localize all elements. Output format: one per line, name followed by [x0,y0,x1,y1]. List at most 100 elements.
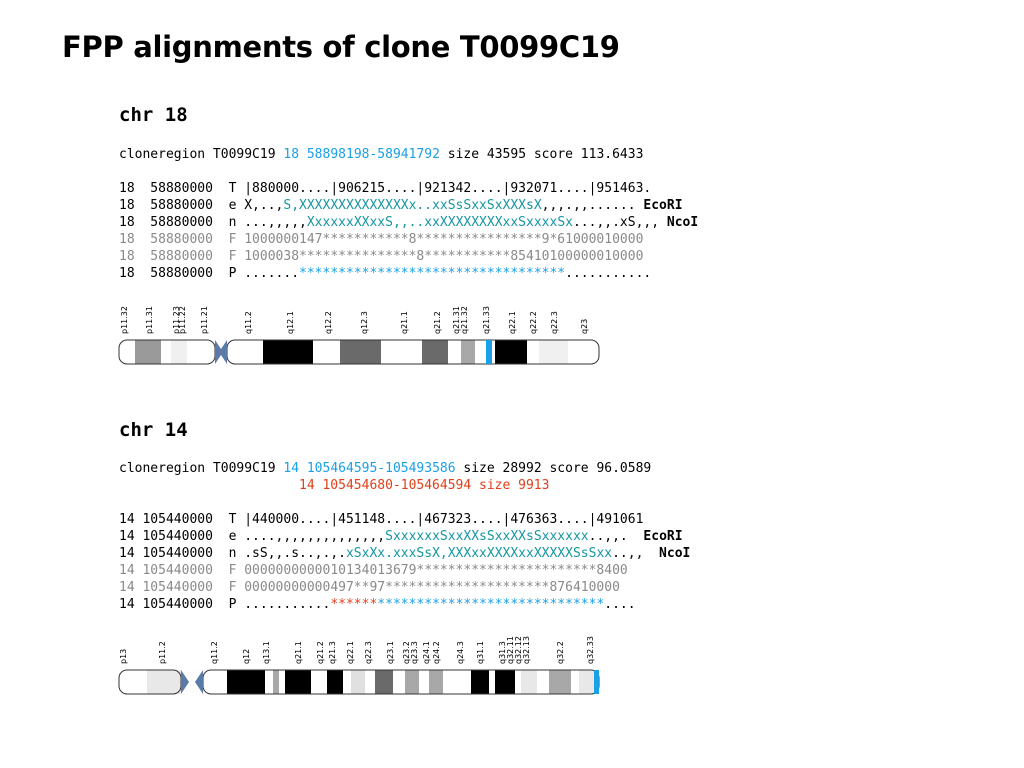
row-sequence: |880000....|906215....|921342....|932071… [244,181,652,196]
ideogram-band [171,340,187,364]
ideogram-band [579,670,597,694]
band-label: q21.33 [482,306,491,334]
sequence-part: ********************************** [299,266,566,281]
band-label: q31.1 [476,641,485,664]
ideogram-band [340,340,381,364]
row-position: 14 105440000 [119,529,229,544]
alignment-row: 18 58880000 P .......*******************… [119,265,698,282]
sequence-part: XxxxxxXXxxS,,..xxXXXXXXXXxxSxxxxSx [306,215,573,230]
band-label: p11.31 [145,306,154,334]
alignment-row: 14 105440000 P ...........**************… [119,596,690,613]
enzyme-label: EcoRI [627,529,683,544]
row-position: 14 105440000 [119,563,229,578]
sequence-part: ..,, [612,546,644,561]
ideogram-band [568,340,598,364]
row-sequence: ....,,,,,,,,,,,,,,SxxxxxxSxxXXsSxxXXsSxx… [244,529,628,544]
ideogram-band [422,340,448,364]
band-label: q21.1 [294,641,303,664]
chr18-title: chr 18 [119,104,188,126]
ideogram-band [539,340,568,364]
band-label: q12.2 [324,311,333,334]
ideogram-band [285,670,311,694]
ideogram-band [419,670,429,694]
sequence-part: ..,,. [588,529,628,544]
row-code: e [228,198,245,213]
ideogram-band [279,670,285,694]
ideogram-band [265,670,273,694]
ideogram-band [515,670,521,694]
alignment-row: 18 58880000 n ...,,,,,XxxxxxXXxxS,,..xxX… [119,214,698,231]
band-label: q11.2 [210,641,219,664]
band-label: q23.3 [410,641,419,664]
row-code: P [228,597,245,612]
ideogram-band [161,340,171,364]
centromere [195,670,203,694]
band-label: q22.3 [550,311,559,334]
ideogram-band [227,340,263,364]
band-label: q21.2 [433,311,442,334]
sequence-part: ,,,.,,...... [541,198,636,213]
ideogram-band [263,340,313,364]
alignment-row: 18 58880000 F 1000000147***********8****… [119,231,698,248]
row-position: 18 58880000 [119,181,229,196]
row-sequence: ...........*****************************… [244,597,635,612]
band-label: q31.3 [498,641,507,664]
row-position: 18 58880000 [119,215,229,230]
sequence-part: ........... [565,266,652,281]
sequence-part: .... [604,597,636,612]
ideogram-band [429,670,443,694]
row-sequence: 0000000000010134013679******************… [244,563,628,578]
ideogram-band [495,340,527,364]
band-label: p11.22 [178,306,187,334]
ideogram-band [311,670,327,694]
band-label: q24.2 [432,641,441,664]
ideogram-band [549,670,571,694]
band-label: p13 [119,649,128,664]
band-label: q12.1 [286,311,295,334]
row-code: P [228,266,245,281]
row-code: F [228,249,245,264]
row-position: 18 58880000 [119,249,229,264]
ideogram-band [489,670,495,694]
row-code: n [228,546,245,561]
cloneregion-prefix: cloneregion T0099C19 [119,147,276,162]
row-position: 14 105440000 [119,546,229,561]
ideogram-band [135,340,161,364]
cloneregion-rest: size 28992 score 96.0589 [455,461,652,476]
band-label: q13.1 [262,641,271,664]
row-code: e [228,529,245,544]
row-code: T [228,512,245,527]
cloneregion-rest: size 43595 score 113.6433 [439,147,644,162]
alignment-row: 18 58880000 e X,..,S,XXXXXXXXXXXXXXx..xx… [119,197,698,214]
alignment-row: 14 105440000 F 0000000000010134013679***… [119,562,690,579]
row-sequence: 1000000147***********8****************9*… [244,232,644,247]
ideogram-band [527,340,539,364]
row-sequence: 00000000000497**97*********************8… [244,580,620,595]
sequence-part: ***************************** [377,597,605,612]
row-position: 14 105440000 [119,597,229,612]
sequence-part: ****** [330,597,378,612]
ideogram-band [461,340,475,364]
band-label: q32.12 [514,636,523,664]
sequence-part: ...,,,,, [244,215,307,230]
row-sequence: .......*********************************… [244,266,651,281]
band-label: q22.1 [508,311,517,334]
row-sequence: X,..,S,XXXXXXXXXXXXXXx..xxSsSxxSxXXXsX,,… [244,198,635,213]
alignment-row: 14 105440000 e ....,,,,,,,,,,,,,,Sxxxxxx… [119,528,690,545]
sequence-part: ...,,.xS,,, [572,215,660,230]
ideogram-band [521,670,537,694]
enzyme-label: EcoRI [635,198,683,213]
band-label: q22.2 [529,311,538,334]
ideogram-band [147,670,181,694]
band-label: q24.1 [422,641,431,664]
band-label: q12 [242,649,251,664]
row-sequence: |440000....|451148....|467323....|476363… [244,512,644,527]
band-label: q23.1 [386,641,395,664]
ideogram-band [381,340,422,364]
row-code: F [228,232,245,247]
enzyme-label: NcoI [659,215,699,230]
band-label: p11.32 [120,306,129,334]
cloneregion-prefix: cloneregion T0099C19 [119,461,276,476]
row-code: T [228,181,245,196]
